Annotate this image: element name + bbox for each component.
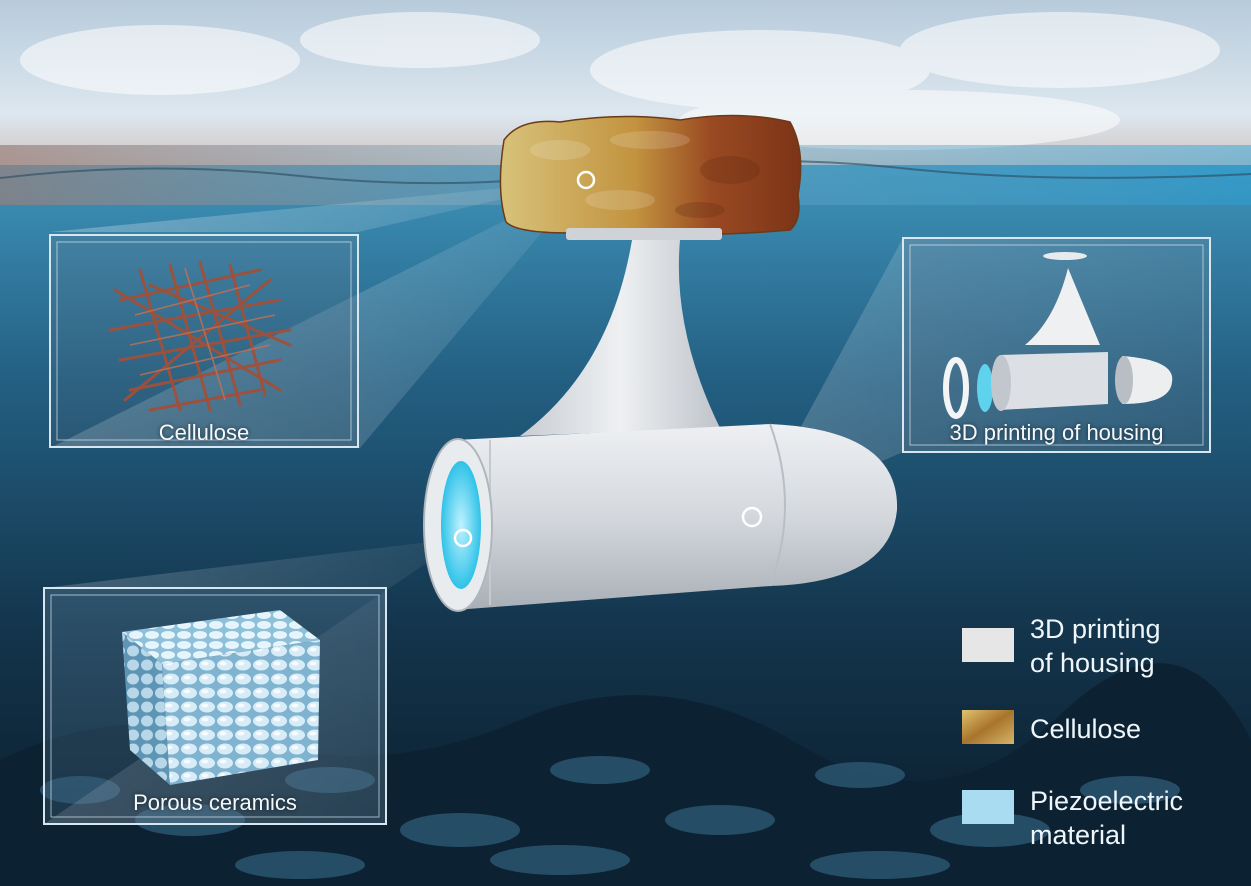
exploded-nose-cap bbox=[1122, 356, 1173, 404]
pointer-circle-cellulose bbox=[576, 170, 596, 190]
inset-porous-ceramics bbox=[43, 587, 387, 825]
piezoelectric-disc bbox=[441, 461, 481, 589]
inset-label-housing: 3D printing of housing bbox=[949, 420, 1164, 445]
pointer-circle-piezo bbox=[453, 528, 473, 548]
inset-label-cellulose: Cellulose bbox=[158, 420, 250, 445]
ceramic-cube-top bbox=[122, 610, 320, 664]
cellulose-fiber-network bbox=[108, 260, 292, 412]
legend-swatch-piezo bbox=[962, 790, 1014, 824]
pointer-circle-housing bbox=[741, 506, 763, 528]
legend-swatches bbox=[962, 628, 1014, 824]
cellulose-block bbox=[499, 114, 802, 236]
legend-label-cellulose: Cellulose bbox=[1030, 714, 1142, 744]
fin-support bbox=[520, 240, 720, 436]
exploded-piezo-disc bbox=[977, 364, 993, 412]
exploded-plate bbox=[1043, 252, 1087, 260]
inset-label-porous-ceramics: Porous ceramics bbox=[133, 790, 297, 815]
housing-body bbox=[423, 423, 898, 612]
exploded-fin bbox=[1025, 268, 1100, 345]
legend-swatch-housing bbox=[962, 628, 1014, 662]
mount-plate bbox=[566, 228, 722, 240]
legend-swatch-cellulose bbox=[962, 710, 1014, 744]
legend-label-piezoelectric: Piezoelectric material bbox=[1030, 786, 1184, 850]
ceramic-cube-side bbox=[162, 640, 320, 785]
inset-housing bbox=[902, 237, 1211, 453]
inset-cellulose bbox=[49, 234, 359, 448]
exploded-ring bbox=[943, 357, 969, 419]
ceramic-cube-front bbox=[122, 632, 170, 785]
legend-label-housing: 3D printing of housing bbox=[1030, 614, 1161, 678]
exploded-cylinder bbox=[1000, 352, 1108, 410]
clouds bbox=[20, 12, 1220, 150]
